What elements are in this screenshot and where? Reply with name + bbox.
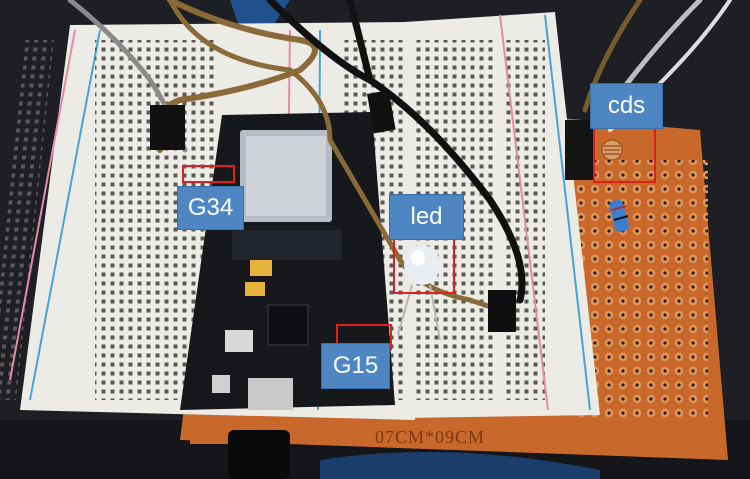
led-component bbox=[397, 245, 441, 341]
usb-cable bbox=[228, 430, 290, 479]
g34-pin-highlight bbox=[182, 165, 235, 183]
led-highlight bbox=[393, 236, 455, 294]
wires bbox=[67, 0, 732, 332]
resistor-component bbox=[609, 199, 629, 233]
led-label: led bbox=[389, 194, 464, 240]
g34-label: G34 bbox=[177, 186, 244, 230]
pcb-size-label: 07CM*09CM bbox=[375, 427, 486, 447]
cds-label: cds bbox=[590, 83, 663, 129]
g15-label: G15 bbox=[321, 343, 390, 389]
cds-highlight bbox=[593, 126, 656, 183]
photoresistor-component bbox=[601, 139, 623, 161]
